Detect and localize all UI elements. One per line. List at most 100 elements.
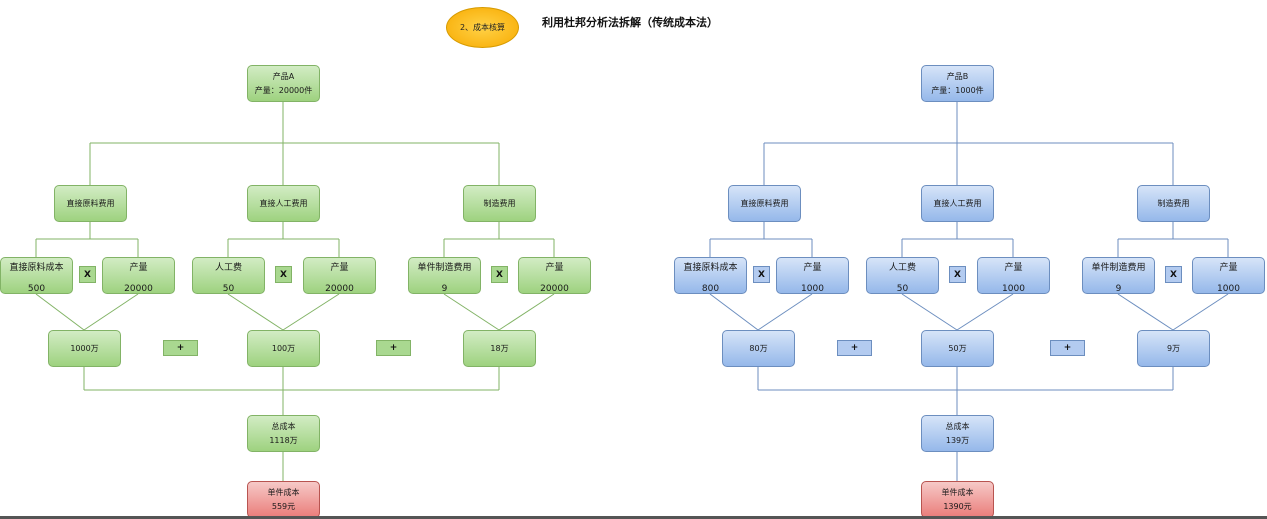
b-factor-quantity-3-value: 1000 <box>1217 283 1240 294</box>
product-b-name: 产品B <box>946 71 969 81</box>
product-a-name: 产品A <box>272 71 295 81</box>
a-factor-quantity-3: 产量 20000 <box>518 257 591 294</box>
product-b-node: 产品B 产量：1000件 <box>921 65 994 102</box>
b-factor-labor-cost-label: 人工费 <box>888 263 916 273</box>
a-multiply-op-1: X <box>79 266 96 283</box>
a-factor-quantity-1-label: 产量 <box>129 263 148 273</box>
a-result-labor: 100万 <box>247 330 320 367</box>
b-factor-labor-cost: 人工费 50 <box>866 257 939 294</box>
b-factor-quantity-1-value: 1000 <box>801 283 824 294</box>
b-plus-op-2: + <box>1050 340 1085 356</box>
a-factor-quantity-3-value: 20000 <box>540 283 569 294</box>
product-a-node: 产品A 产量：20000件 <box>247 65 320 102</box>
product-b-output: 产量：1000件 <box>931 85 984 95</box>
a-connector-result-left-2 <box>227 293 284 331</box>
a-connector-result-left-3 <box>443 293 500 331</box>
a-unit-cost-value: 559元 <box>271 501 296 511</box>
b-total-cost-value: 139万 <box>945 435 970 445</box>
b-category-overhead: 制造费用 <box>1137 185 1210 222</box>
b-connector-result-right-3 <box>1172 293 1229 331</box>
a-factor-material-cost: 直接原料成本 500 <box>0 257 73 294</box>
b-factor-material-cost: 直接原料成本 800 <box>674 257 747 294</box>
b-plus-op-1: + <box>837 340 872 356</box>
b-unit-cost-value: 1390元 <box>943 501 972 511</box>
a-unit-cost-label: 单件成本 <box>267 487 300 497</box>
a-factor-material-cost-value: 500 <box>27 283 46 294</box>
b-result-labor-value: 50万 <box>948 343 967 353</box>
a-factor-quantity-2-label: 产量 <box>330 263 349 273</box>
a-multiply-op-3: X <box>491 266 508 283</box>
b-unit-cost: 单件成本 1390元 <box>921 481 994 518</box>
section-badge: 2、成本核算 <box>446 7 519 48</box>
product-a-output: 产量：20000件 <box>254 85 313 95</box>
page-title: 利用杜邦分析法拆解（传统成本法） <box>542 16 718 29</box>
a-category-material-label: 直接原料费用 <box>66 198 115 208</box>
b-factor-labor-cost-value: 50 <box>896 283 909 294</box>
a-factor-quantity-2-value: 20000 <box>325 283 354 294</box>
a-category-labor-label: 直接人工费用 <box>259 198 308 208</box>
b-category-labor-label: 直接人工费用 <box>933 198 982 208</box>
b-result-material-value: 80万 <box>749 343 768 353</box>
a-category-overhead-label: 制造费用 <box>483 198 516 208</box>
a-result-overhead: 18万 <box>463 330 536 367</box>
b-factor-quantity-2: 产量 1000 <box>977 257 1050 294</box>
a-category-material: 直接原料费用 <box>54 185 127 222</box>
a-result-material: 1000万 <box>48 330 121 367</box>
a-category-overhead: 制造费用 <box>463 185 536 222</box>
a-plus-op-1: + <box>163 340 198 356</box>
b-total-cost: 总成本 139万 <box>921 415 994 452</box>
a-total-cost-value: 1118万 <box>269 435 298 445</box>
b-factor-material-cost-label: 直接原料成本 <box>683 263 738 273</box>
b-category-material: 直接原料费用 <box>728 185 801 222</box>
a-factor-overhead-cost-value: 9 <box>441 283 448 294</box>
a-connector-result-left-1 <box>35 293 85 331</box>
a-plus-op-2: + <box>376 340 411 356</box>
b-result-labor: 50万 <box>921 330 994 367</box>
b-connector-result-left-3 <box>1117 293 1174 331</box>
a-connector-result-right-1 <box>83 293 139 331</box>
b-factor-material-cost-value: 800 <box>701 283 720 294</box>
a-category-labor: 直接人工费用 <box>247 185 320 222</box>
a-factor-material-cost-label: 直接原料成本 <box>9 263 64 273</box>
section-badge-label: 2、成本核算 <box>459 23 506 32</box>
b-factor-overhead-cost-label: 单件制造费用 <box>1091 263 1146 273</box>
b-factor-quantity-1: 产量 1000 <box>776 257 849 294</box>
b-multiply-op-2: X <box>949 266 966 283</box>
b-factor-quantity-3: 产量 1000 <box>1192 257 1265 294</box>
b-category-labor: 直接人工费用 <box>921 185 994 222</box>
a-total-cost: 总成本 1118万 <box>247 415 320 452</box>
b-factor-quantity-2-label: 产量 <box>1004 263 1023 273</box>
a-factor-quantity-1-value: 20000 <box>124 283 153 294</box>
b-connector-result-right-2 <box>956 293 1014 331</box>
a-result-overhead-value: 18万 <box>490 343 509 353</box>
b-multiply-op-1: X <box>753 266 770 283</box>
a-factor-labor-cost-label: 人工费 <box>214 263 242 273</box>
a-factor-quantity-1: 产量 20000 <box>102 257 175 294</box>
b-result-overhead: 9万 <box>1137 330 1210 367</box>
a-connector-result-right-2 <box>282 293 340 331</box>
b-connector-result-right-1 <box>757 293 813 331</box>
b-factor-quantity-2-value: 1000 <box>1002 283 1025 294</box>
b-factor-quantity-1-label: 产量 <box>803 263 822 273</box>
a-total-cost-label: 总成本 <box>271 421 296 431</box>
b-factor-overhead-cost: 单件制造费用 9 <box>1082 257 1155 294</box>
b-category-overhead-label: 制造费用 <box>1157 198 1190 208</box>
a-factor-labor-cost-value: 50 <box>222 283 235 294</box>
a-result-labor-value: 100万 <box>271 343 296 353</box>
b-factor-quantity-3-label: 产量 <box>1219 263 1238 273</box>
a-factor-quantity-3-label: 产量 <box>545 263 564 273</box>
b-multiply-op-3: X <box>1165 266 1182 283</box>
b-unit-cost-label: 单件成本 <box>941 487 974 497</box>
a-factor-labor-cost: 人工费 50 <box>192 257 265 294</box>
a-factor-quantity-2: 产量 20000 <box>303 257 376 294</box>
a-unit-cost: 单件成本 559元 <box>247 481 320 518</box>
b-connector-result-left-2 <box>901 293 958 331</box>
b-result-overhead-value: 9万 <box>1166 343 1181 353</box>
a-result-material-value: 1000万 <box>70 343 99 353</box>
a-factor-overhead-cost: 单件制造费用 9 <box>408 257 481 294</box>
bottom-border <box>0 516 1267 519</box>
a-factor-overhead-cost-label: 单件制造费用 <box>417 263 472 273</box>
b-factor-overhead-cost-value: 9 <box>1115 283 1122 294</box>
